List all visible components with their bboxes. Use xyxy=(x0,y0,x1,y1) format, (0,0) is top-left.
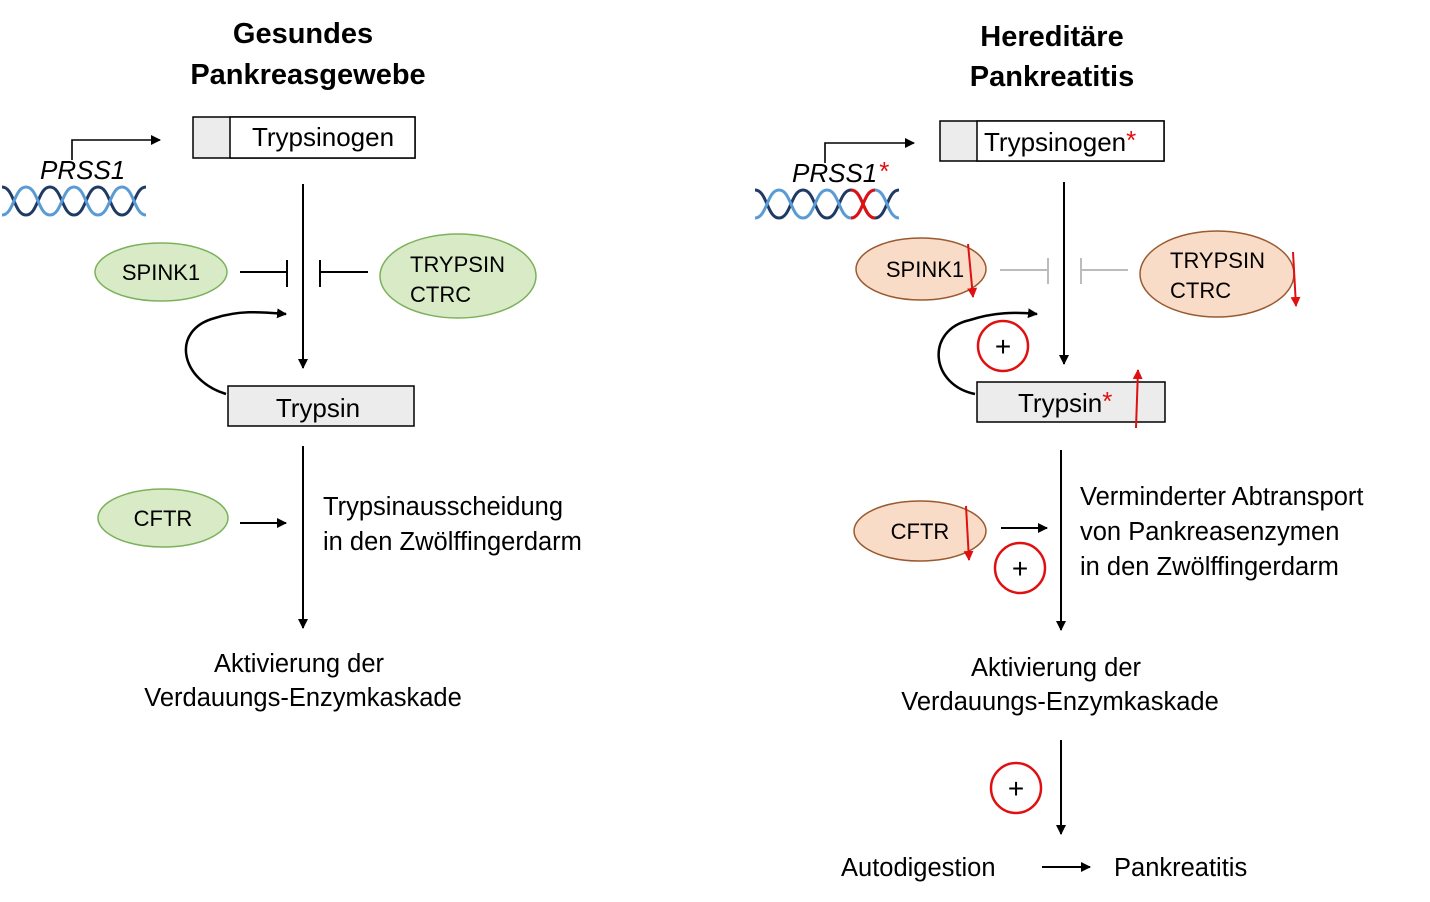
autoactivation-loop-arrow xyxy=(184,308,287,396)
cascade-text-mutant-1: Aktivierung der xyxy=(971,654,1142,682)
secretion-text-2: in den Zwölffingerdarm xyxy=(323,528,582,556)
spink1-mutant-label: SPINK1 xyxy=(886,257,964,282)
trypsin-ctrc-inhibition xyxy=(319,260,368,287)
trypsinogen-mutant-box: Trypsinogen* xyxy=(939,120,1165,162)
dna-helix-mutant-icon xyxy=(754,188,900,220)
plus-label: + xyxy=(995,331,1011,362)
decrease-arrow-icon xyxy=(963,505,974,561)
reduced-transport-text-1: Verminderter Abtransport xyxy=(1080,483,1363,511)
decrease-arrow-icon xyxy=(1290,251,1301,307)
secretion-text-1: Trypsinausscheidung xyxy=(323,493,563,521)
trypsin-box: Trypsin xyxy=(227,385,415,427)
dna-helix-icon xyxy=(1,185,147,217)
trypsinogen-box: Trypsinogen xyxy=(192,116,416,159)
pancreatitis-label: Pankreatitis xyxy=(1114,854,1247,882)
decrease-arrow-icon xyxy=(967,243,978,298)
trypsin-ctrc-weak-inhibition xyxy=(1080,258,1128,284)
healthy-title-line1: Gesundes xyxy=(233,18,373,50)
cftr-mutant-node: CFTR xyxy=(853,500,987,562)
promoter-arrow xyxy=(71,135,161,160)
cascade-text-1: Aktivierung der xyxy=(214,650,385,678)
hereditary-panel: Hereditäre Pankreatitis PRSS1* Trypsinog… xyxy=(754,21,1363,882)
cascade-text-mutant-2: Verdauungs-Enzymkaskade xyxy=(901,688,1219,716)
trypsin-ctrc-mutant-node: TRYPSIN CTRC xyxy=(1139,230,1301,318)
spink1-mutant-node: SPINK1 xyxy=(855,237,987,301)
healthy-title-line2: Pankreasgewebe xyxy=(190,59,425,91)
gene-label: PRSS1 xyxy=(40,155,125,185)
plus-marker: + xyxy=(993,541,1047,595)
trypsin-ctrc-mutant-label-1: TRYPSIN xyxy=(1170,248,1265,273)
spink1-inhibition xyxy=(240,260,288,287)
reduced-transport-text-3: in den Zwölffingerdarm xyxy=(1080,553,1339,581)
cftr-mutant-label: CFTR xyxy=(891,519,950,544)
trypsin-label: Trypsin xyxy=(276,393,360,423)
trypsin-mutant-label: Trypsin* xyxy=(1018,386,1112,418)
cftr-label: CFTR xyxy=(134,506,193,531)
cftr-node: CFTR xyxy=(97,488,229,548)
trypsinogen-label: Trypsinogen xyxy=(252,122,394,152)
trypsin-ctrc-mutant-label-2: CTRC xyxy=(1170,278,1231,303)
spink1-label: SPINK1 xyxy=(122,260,200,285)
gene-label-mutant: PRSS1* xyxy=(792,156,889,188)
spink1-node: SPINK1 xyxy=(94,242,228,302)
autoactivation-loop-arrow-mutant xyxy=(937,308,1038,396)
plus-marker: + xyxy=(976,319,1030,373)
hereditary-title-line1: Hereditäre xyxy=(980,21,1123,53)
trypsinogen-mutant-label: Trypsinogen* xyxy=(984,125,1136,157)
healthy-panel: Gesundes Pankreasgewebe PRSS1 Trypsinoge… xyxy=(1,18,582,712)
spink1-weak-inhibition xyxy=(1000,258,1049,284)
trypsin-mutant-box: Trypsin* xyxy=(976,369,1166,429)
hereditary-title-line2: Pankreatitis xyxy=(970,61,1134,93)
promoter-arrow-mutant xyxy=(824,138,915,163)
increase-arrow-icon xyxy=(1132,369,1143,429)
cascade-text-2: Verdauungs-Enzymkaskade xyxy=(144,684,462,712)
reduced-transport-text-2: von Pankreasenzymen xyxy=(1080,518,1339,546)
trypsin-ctrc-label-2: CTRC xyxy=(410,282,471,307)
plus-label: + xyxy=(1008,773,1024,804)
plus-marker: + xyxy=(989,761,1043,815)
trypsin-ctrc-node: TRYPSIN CTRC xyxy=(379,233,537,319)
trypsin-ctrc-label-1: TRYPSIN xyxy=(410,252,505,277)
plus-label: + xyxy=(1012,553,1028,584)
autodigestion-label: Autodigestion xyxy=(841,854,996,882)
